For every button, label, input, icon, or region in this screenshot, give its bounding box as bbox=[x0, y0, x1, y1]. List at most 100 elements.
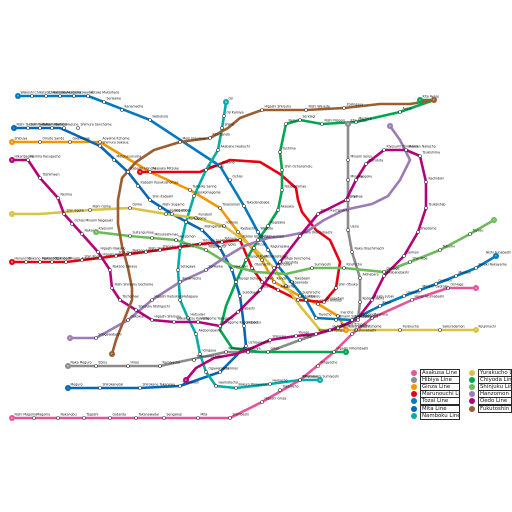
station-marker[interactable] bbox=[144, 250, 148, 254]
station-marker[interactable] bbox=[196, 416, 200, 420]
station-marker[interactable] bbox=[304, 298, 308, 302]
station-marker[interactable] bbox=[56, 196, 60, 200]
station-marker[interactable] bbox=[272, 266, 276, 270]
station-marker[interactable] bbox=[126, 170, 130, 174]
station-marker[interactable] bbox=[214, 384, 218, 388]
station-marker[interactable] bbox=[322, 300, 326, 304]
station-marker[interactable] bbox=[162, 416, 166, 420]
station-marker[interactable] bbox=[280, 168, 284, 172]
station-marker[interactable] bbox=[346, 198, 350, 202]
station-marker[interactable] bbox=[276, 288, 280, 292]
station-marker[interactable] bbox=[118, 298, 122, 302]
station-marker[interactable] bbox=[404, 148, 408, 152]
station-marker[interactable] bbox=[222, 114, 226, 118]
station-marker[interactable] bbox=[26, 158, 30, 162]
station-marker[interactable] bbox=[98, 140, 102, 144]
station-marker[interactable] bbox=[298, 338, 302, 342]
station-marker[interactable] bbox=[178, 384, 182, 388]
station-marker[interactable] bbox=[38, 126, 42, 130]
station-marker[interactable] bbox=[170, 212, 174, 216]
station-marker[interactable] bbox=[266, 248, 270, 252]
station-marker[interactable] bbox=[126, 318, 130, 322]
station-marker[interactable] bbox=[204, 370, 208, 374]
station-marker[interactable] bbox=[82, 416, 86, 420]
station-marker[interactable] bbox=[298, 378, 302, 382]
station-marker[interactable] bbox=[346, 228, 350, 232]
station-marker[interactable] bbox=[148, 170, 152, 174]
station-marker[interactable] bbox=[398, 328, 402, 332]
station-marker[interactable] bbox=[382, 270, 386, 274]
station-marker[interactable] bbox=[80, 258, 84, 262]
station-marker[interactable] bbox=[148, 198, 152, 202]
station-marker[interactable] bbox=[284, 284, 288, 288]
station-marker[interactable] bbox=[314, 332, 318, 336]
station-marker[interactable] bbox=[446, 286, 450, 290]
station-marker[interactable] bbox=[230, 268, 234, 272]
station-marker[interactable] bbox=[370, 316, 374, 320]
station-marker[interactable] bbox=[80, 232, 84, 236]
station-marker[interactable] bbox=[204, 168, 208, 172]
station-marker[interactable] bbox=[96, 250, 100, 254]
station-marker[interactable] bbox=[110, 286, 114, 290]
station-marker[interactable] bbox=[150, 236, 154, 240]
station-marker[interactable] bbox=[98, 256, 102, 260]
station-marker[interactable] bbox=[236, 230, 240, 234]
station-marker[interactable] bbox=[268, 382, 272, 386]
station-marker[interactable] bbox=[188, 188, 192, 192]
station-marker[interactable] bbox=[250, 266, 254, 270]
station-marker[interactable] bbox=[260, 400, 264, 404]
station-marker[interactable] bbox=[296, 298, 300, 302]
station-marker[interactable] bbox=[108, 416, 112, 420]
station-marker[interactable] bbox=[246, 350, 250, 354]
station-marker[interactable] bbox=[50, 126, 54, 130]
station-marker[interactable] bbox=[178, 298, 182, 302]
station-marker[interactable] bbox=[218, 164, 222, 168]
station-marker[interactable] bbox=[150, 318, 154, 322]
station-marker[interactable] bbox=[216, 148, 220, 152]
station-marker[interactable] bbox=[102, 100, 106, 104]
station-marker[interactable] bbox=[44, 94, 48, 98]
station-marker[interactable] bbox=[284, 122, 288, 126]
station-marker[interactable] bbox=[424, 180, 428, 184]
station-marker[interactable] bbox=[192, 194, 196, 198]
station-marker[interactable] bbox=[316, 364, 320, 368]
station-marker[interactable] bbox=[218, 206, 222, 210]
station-marker[interactable] bbox=[316, 212, 320, 216]
station-marker[interactable] bbox=[196, 320, 200, 324]
station-marker[interactable] bbox=[468, 232, 472, 236]
station-marker[interactable] bbox=[332, 350, 336, 354]
station-marker[interactable] bbox=[438, 328, 442, 332]
station-marker[interactable] bbox=[174, 238, 178, 242]
station-marker[interactable] bbox=[298, 234, 302, 238]
station-marker[interactable] bbox=[290, 280, 294, 284]
station-marker[interactable] bbox=[410, 298, 414, 302]
station-marker[interactable] bbox=[178, 246, 182, 250]
station-marker[interactable] bbox=[416, 230, 420, 234]
station-marker[interactable] bbox=[244, 344, 248, 348]
station-marker[interactable] bbox=[94, 364, 98, 368]
station-marker[interactable] bbox=[266, 224, 270, 228]
station-marker[interactable] bbox=[242, 324, 246, 328]
station-marker[interactable] bbox=[236, 310, 240, 314]
station-marker[interactable] bbox=[192, 358, 196, 362]
station-marker[interactable] bbox=[198, 242, 202, 246]
station-marker[interactable] bbox=[220, 126, 224, 130]
station-marker[interactable] bbox=[120, 108, 124, 112]
station-marker[interactable] bbox=[280, 188, 284, 192]
station-marker[interactable] bbox=[370, 298, 374, 302]
station-marker[interactable] bbox=[26, 126, 30, 130]
station-marker[interactable] bbox=[260, 258, 264, 262]
station-marker[interactable] bbox=[294, 334, 298, 338]
station-marker[interactable] bbox=[64, 260, 68, 264]
station-marker[interactable] bbox=[134, 308, 138, 312]
station-marker[interactable] bbox=[178, 280, 182, 284]
station-marker[interactable] bbox=[136, 184, 140, 188]
station-marker[interactable] bbox=[98, 386, 102, 390]
station-marker[interactable] bbox=[354, 120, 358, 124]
station-marker[interactable] bbox=[234, 280, 238, 284]
station-marker[interactable] bbox=[276, 264, 280, 268]
station-marker[interactable] bbox=[178, 140, 182, 144]
station-marker[interactable] bbox=[418, 154, 422, 158]
station-marker[interactable] bbox=[256, 230, 260, 234]
station-marker[interactable] bbox=[334, 286, 338, 290]
